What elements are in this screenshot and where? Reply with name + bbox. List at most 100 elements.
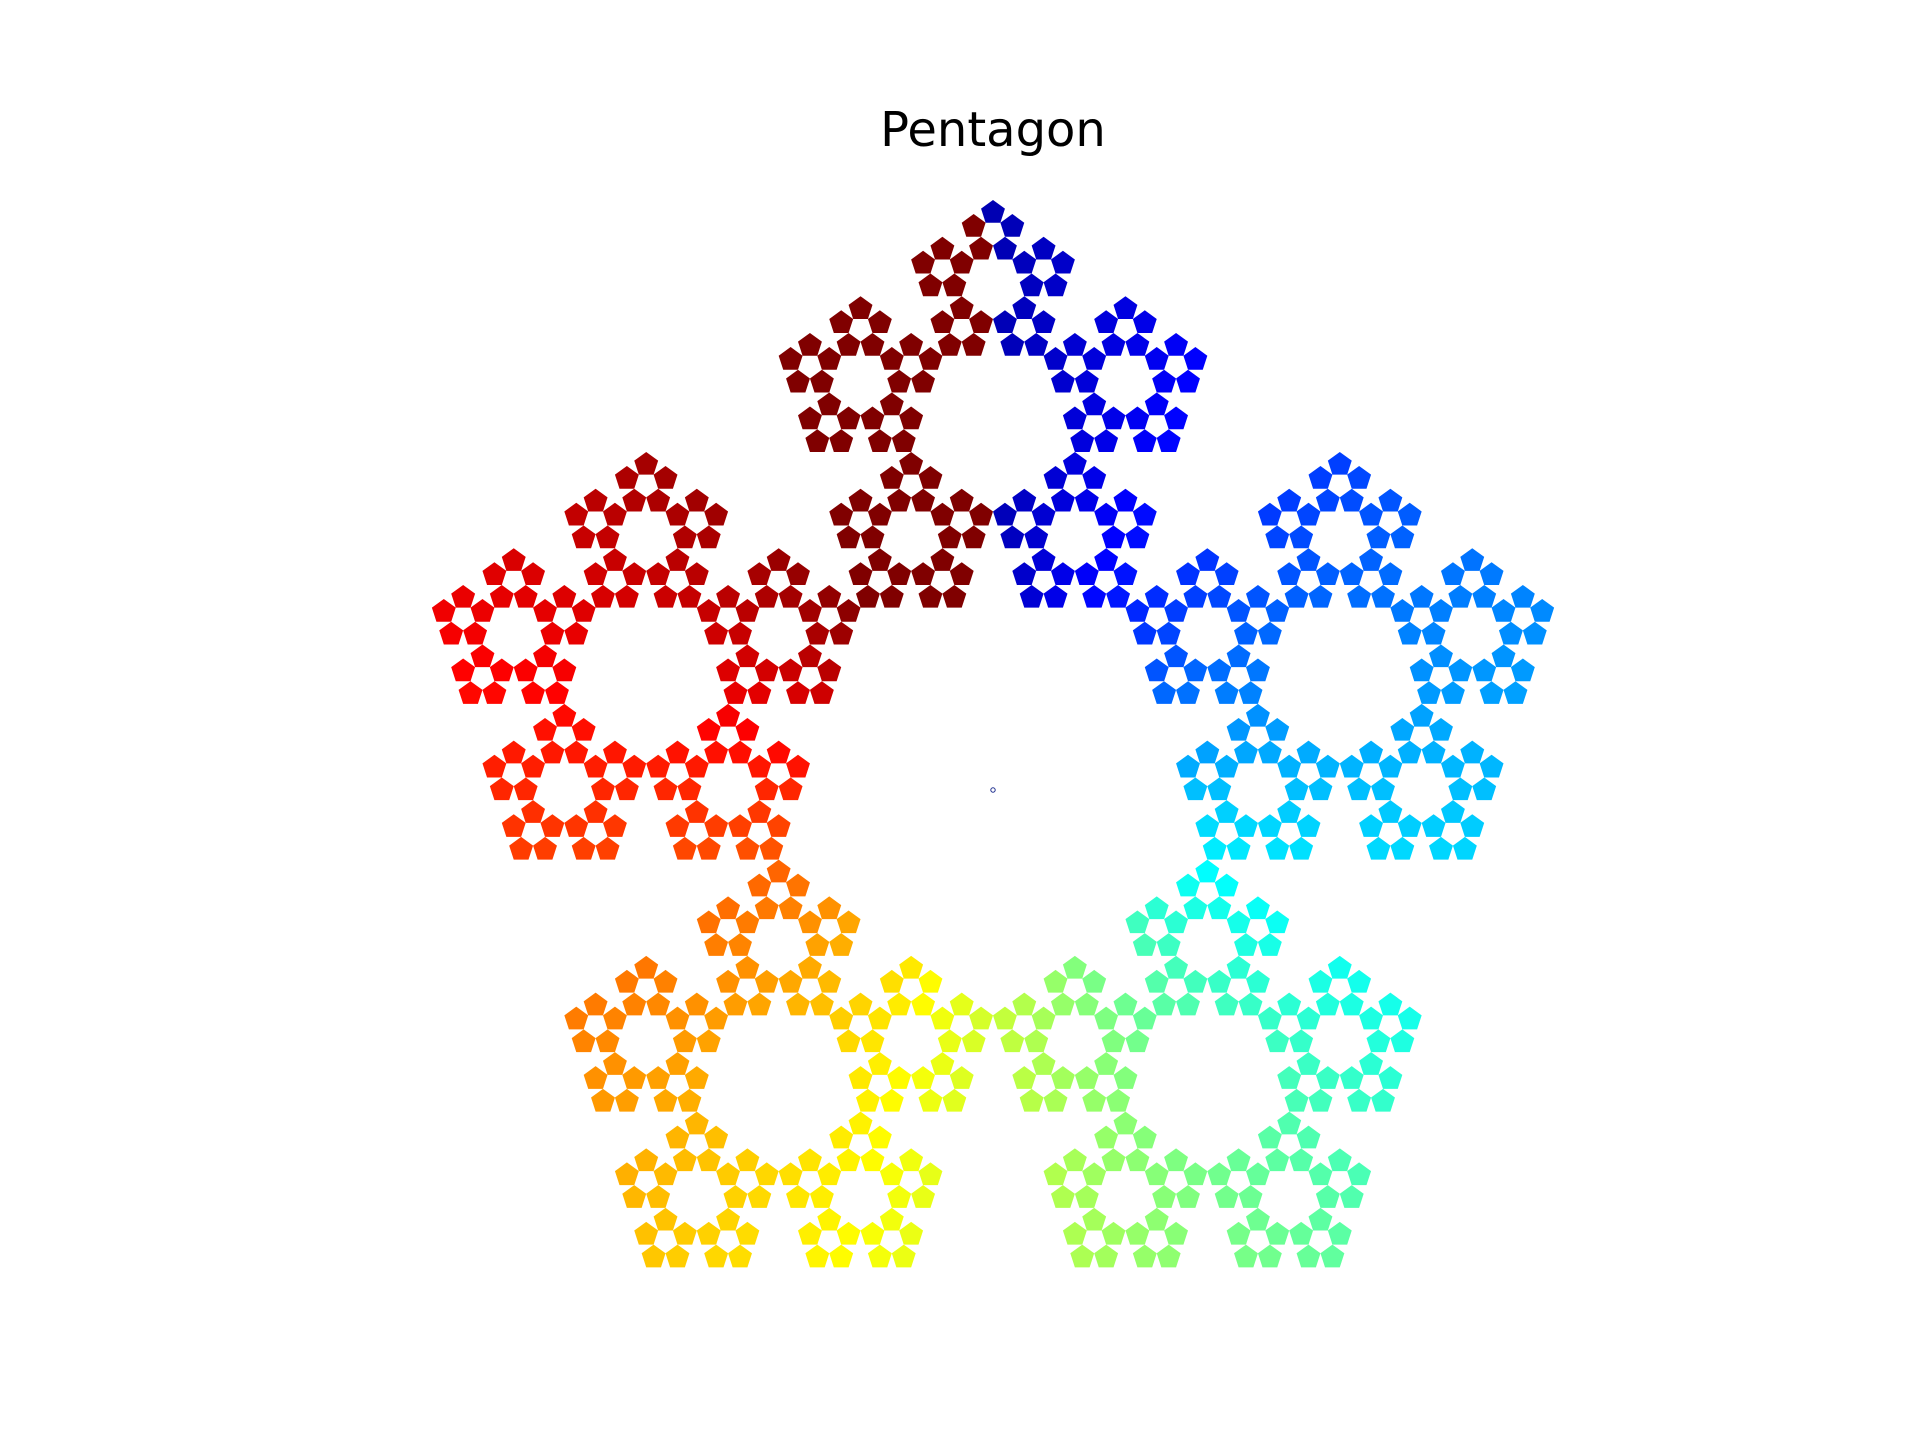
- pentagon-leaf: [891, 429, 916, 452]
- pentagon-leaf: [1164, 406, 1188, 430]
- pentagon-leaf: [836, 1221, 861, 1245]
- pentagon-leaf: [1164, 599, 1188, 622]
- pentagon-leaf: [993, 310, 1017, 333]
- pentagon-leaf: [754, 658, 779, 682]
- pentagon-leaf: [1012, 296, 1037, 319]
- pentagon-leaf: [817, 896, 842, 920]
- pentagon-leaf: [1062, 955, 1087, 979]
- pentagon-leaf: [1417, 681, 1441, 704]
- pentagon-leaf: [1308, 969, 1333, 993]
- pentagon-leaf: [1094, 1244, 1119, 1268]
- pentagon-leaf: [817, 392, 842, 416]
- pentagon-leaf: [614, 584, 639, 608]
- pentagon-leaf: [1347, 584, 1372, 608]
- pentagon-leaf: [1472, 584, 1497, 608]
- pentagon-leaf: [1421, 814, 1446, 837]
- pentagon-leaf: [891, 1244, 916, 1268]
- pentagon-leaf: [1156, 1244, 1181, 1268]
- pentagon-leaf: [1082, 347, 1107, 370]
- pentagon-leaf: [786, 754, 810, 778]
- pentagon-leaf: [602, 1006, 627, 1030]
- pentagon-leaf: [1390, 525, 1415, 549]
- center-marker: [990, 787, 996, 793]
- pentagon-leaf: [1296, 1052, 1321, 1075]
- pentagon-leaf: [1074, 1185, 1099, 1208]
- pentagon-leaf: [533, 644, 557, 668]
- pentagon-leaf: [969, 236, 993, 260]
- pentagon-leaf: [684, 1111, 709, 1135]
- pentagon-leaf: [1113, 1111, 1138, 1135]
- pentagon-leaf: [1378, 488, 1403, 512]
- pentagon-leaf: [1101, 1148, 1126, 1172]
- pentagon-leaf: [591, 1088, 615, 1112]
- pentagon-leaf: [1378, 1066, 1403, 1089]
- pentagon-leaf: [867, 502, 892, 526]
- pentagon-leaf: [521, 800, 546, 823]
- pentagon-leaf: [860, 1148, 885, 1172]
- pentagon-leaf: [704, 502, 729, 526]
- pentagon-leaf: [653, 466, 678, 489]
- pentagon-leaf: [571, 599, 596, 622]
- pentagon-leaf: [848, 992, 873, 1016]
- pentagon-leaf: [829, 933, 854, 956]
- pentagon-leaf: [1265, 599, 1290, 622]
- pentagon-leaf: [1409, 658, 1434, 682]
- pentagon-leaf: [1012, 562, 1037, 585]
- pentagon-leaf: [1530, 599, 1555, 622]
- pentagon-leaf: [501, 814, 526, 837]
- pentagon-leaf: [766, 548, 791, 571]
- pentagon-leaf: [1144, 896, 1169, 920]
- pentagon-leaf: [540, 740, 565, 764]
- pentagon-leaf: [1315, 992, 1340, 1016]
- pentagon-leaf: [1183, 1162, 1208, 1186]
- pentagon-leaf: [513, 658, 538, 682]
- pentagon-leaf: [665, 1052, 690, 1075]
- pentagon-leaf: [482, 681, 507, 704]
- pentagon-leaf: [809, 992, 834, 1016]
- pentagon-leaf: [1132, 502, 1157, 526]
- pentagon-leaf: [653, 584, 678, 608]
- pentagon-leaf: [591, 777, 615, 801]
- pentagon-leaf: [1094, 548, 1119, 571]
- pentagon-leaf: [911, 250, 936, 274]
- pentagon-leaf: [665, 1125, 690, 1149]
- pentagon-leaf: [665, 1006, 690, 1030]
- pentagon-leaf: [1074, 562, 1099, 585]
- pentagon-leaf: [591, 584, 615, 608]
- pentagon-leaf: [867, 1125, 892, 1149]
- pentagon-leaf: [728, 814, 752, 837]
- pentagon-leaf: [1440, 800, 1465, 823]
- pentagon-leaf: [942, 273, 967, 297]
- pentagon-leaf: [805, 621, 830, 645]
- pentagon-leaf: [1448, 777, 1473, 801]
- pentagon-leaf: [1277, 992, 1302, 1016]
- pentagon-leaf: [728, 1244, 752, 1268]
- pentagon-leaf: [665, 740, 690, 764]
- pentagon-leaf: [798, 406, 822, 430]
- pentagon-leaf: [1043, 466, 1068, 489]
- pentagon-leaf: [911, 992, 936, 1016]
- pentagon-leaf: [1144, 658, 1169, 682]
- pentagon-leaf: [545, 681, 569, 704]
- pentagon-leaf: [918, 466, 943, 489]
- pentagon-leaf: [583, 992, 608, 1016]
- pentagon-leaf: [1062, 333, 1087, 356]
- pentagon-leaf: [1094, 1125, 1119, 1149]
- pentagon-leaf: [1164, 955, 1188, 979]
- pentagon-leaf: [1082, 969, 1107, 993]
- pentagon-leaf: [451, 658, 476, 682]
- pentagon-leaf: [1308, 777, 1333, 801]
- pentagon-leaf: [1152, 992, 1177, 1016]
- pentagon-leaf: [1308, 1207, 1333, 1231]
- pentagon-leaf: [583, 562, 608, 585]
- pentagon-leaf: [1397, 740, 1422, 764]
- pentagon-leaf: [1390, 717, 1415, 741]
- pentagon-leaf: [1183, 969, 1208, 993]
- pentagon-leaf: [1296, 502, 1321, 526]
- pentagon-leaf: [1202, 836, 1227, 860]
- pentagon-leaf: [1257, 1125, 1282, 1149]
- pentagon-leaf: [716, 658, 741, 682]
- pentagon-leaf: [735, 955, 760, 979]
- pentagon-leaf: [993, 236, 1017, 260]
- pentagon-leaf: [1144, 1162, 1169, 1186]
